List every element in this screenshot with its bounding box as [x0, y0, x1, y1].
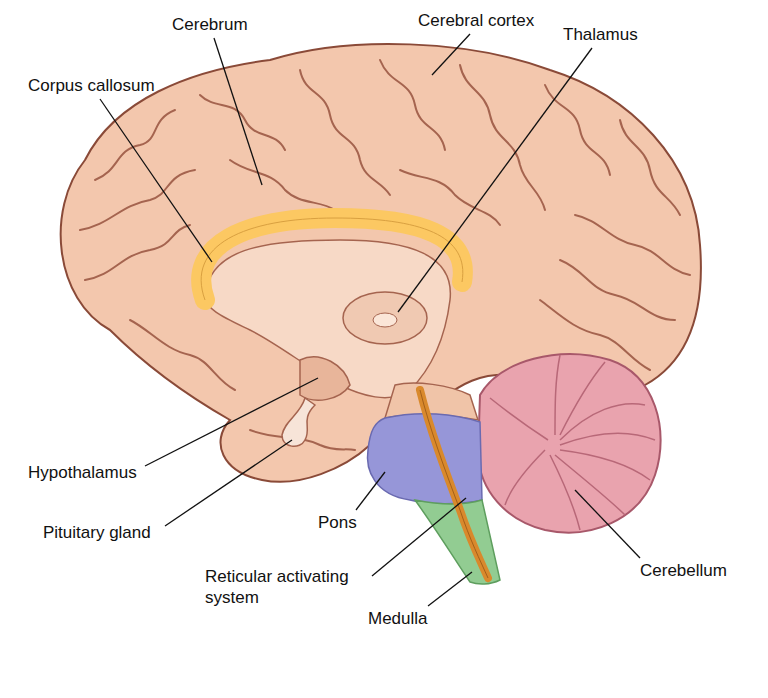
part-label: Corpus callosum	[28, 75, 155, 96]
cerebellum	[478, 354, 661, 532]
corpus-callosum-edge	[201, 218, 463, 300]
part-label: Cerebellum	[640, 560, 727, 581]
corpus-callosum	[201, 218, 463, 300]
thalamus	[343, 292, 427, 344]
part-label: Reticular activating system	[205, 566, 375, 608]
part-label: Cerebrum	[172, 14, 248, 35]
cerebellum-folia	[490, 355, 655, 530]
leader-line	[432, 34, 470, 75]
reticular-activating-system	[420, 390, 488, 578]
part-label: Cerebral cortex	[418, 10, 534, 31]
part-label: Medulla	[368, 608, 428, 629]
leader-line	[398, 48, 592, 312]
leader-line	[356, 472, 385, 510]
reticular-edge	[420, 390, 488, 578]
leader-line	[214, 38, 262, 185]
hypothalamus	[300, 357, 350, 400]
leader-line	[145, 378, 318, 466]
part-label: Hypothalamus	[28, 462, 137, 483]
leader-line	[100, 99, 212, 262]
leader-line	[372, 498, 466, 576]
pituitary-gland	[282, 398, 315, 446]
part-label: Thalamus	[563, 24, 638, 45]
pons	[367, 414, 482, 504]
leader-line	[165, 440, 292, 526]
leader-line	[428, 572, 472, 606]
part-label: Pituitary gland	[43, 522, 151, 543]
part-label: Pons	[318, 512, 357, 533]
thalamus-core	[373, 313, 397, 327]
leader-lines	[100, 34, 640, 606]
leader-line	[575, 490, 640, 558]
